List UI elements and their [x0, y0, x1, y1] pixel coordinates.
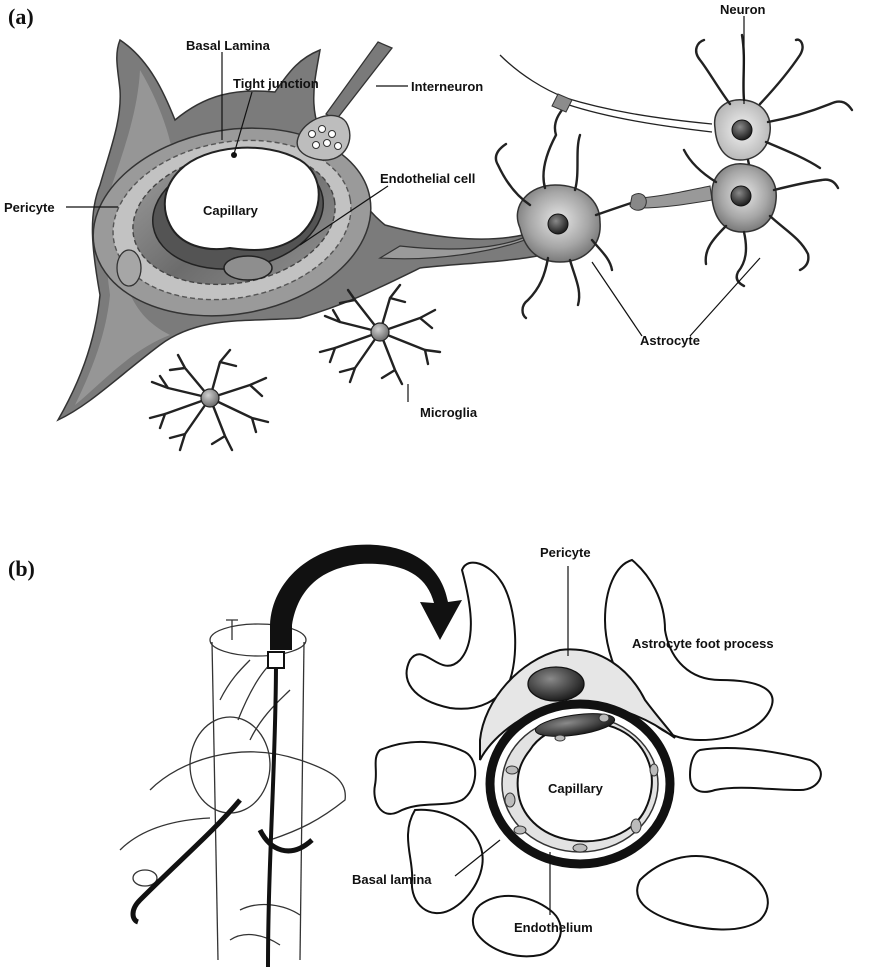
- astro-to-neuron-process: [640, 186, 712, 208]
- neuron-axon: [500, 55, 712, 124]
- zoom-box: [268, 652, 284, 668]
- pointer-cable-branch-2: [260, 830, 312, 851]
- label-capillary-a: Capillary: [203, 203, 259, 218]
- pointer-cable-branch: [133, 800, 240, 922]
- label-neuron: Neuron: [720, 2, 766, 17]
- label-basal-lamina-b: Basal lamina: [352, 872, 432, 887]
- label-astrocyte: Astrocyte: [640, 333, 700, 348]
- astrocyte-right-nucleus: [731, 186, 751, 206]
- label-pericyte-a: Pericyte: [4, 200, 55, 215]
- label-capillary-b: Capillary: [548, 781, 604, 796]
- label-tight-junction: Tight junction: [233, 76, 319, 91]
- pericyte-nucleus: [117, 250, 141, 286]
- label-endothelial-cell: Endothelial cell: [380, 171, 475, 186]
- label-microglia: Microglia: [420, 405, 478, 420]
- panel-a-tag: (a): [8, 4, 34, 29]
- neuron-nucleus: [732, 120, 752, 140]
- interneuron-axon: [326, 42, 392, 120]
- axon-synapse-bulb: [552, 94, 572, 112]
- label-endothelium: Endothelium: [514, 920, 593, 935]
- panel-b-tag: (b): [8, 556, 35, 581]
- vessel-sketch: [120, 620, 345, 960]
- label-pericyte-b: Pericyte: [540, 545, 591, 560]
- label-basal-lamina-a: Basal Lamina: [186, 38, 271, 53]
- label-interneuron: Interneuron: [411, 79, 483, 94]
- capillary-lumen: [165, 148, 319, 250]
- astrocyte-left-nucleus: [548, 214, 568, 234]
- endothelial-nucleus: [224, 256, 272, 280]
- astro-connector-knob: [630, 194, 646, 211]
- pericyte-nucleus-b: [528, 667, 584, 701]
- microglia-2: [150, 350, 268, 450]
- zoom-arrow: [270, 545, 462, 650]
- neuron-axon-lower: [566, 104, 712, 132]
- label-astrocyte-foot-process: Astrocyte foot process: [632, 636, 774, 651]
